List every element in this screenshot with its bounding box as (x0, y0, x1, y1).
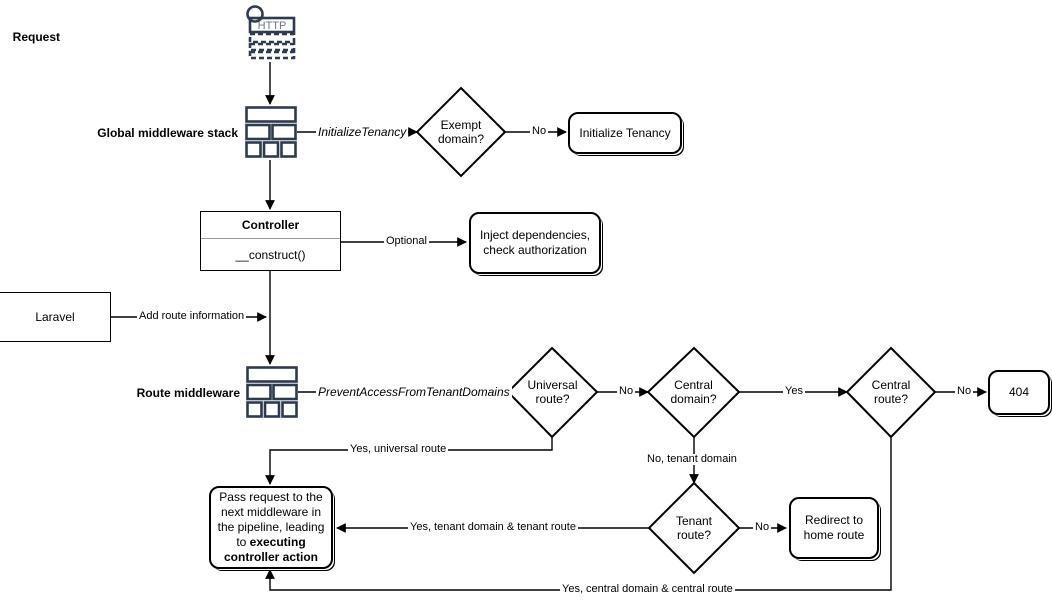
decision-central-domain (646, 346, 741, 439)
node-laravel[interactable]: Laravel (0, 292, 111, 342)
pass-request-line3: the pipeline, leading (217, 520, 325, 534)
decision-universal-route (506, 346, 599, 439)
global-middleware-stack-label: Global middleware stack (96, 126, 238, 140)
inject-dependencies-line2: check authorization (483, 243, 587, 257)
not-found-text: 404 (1008, 385, 1030, 399)
controller-title: Controller (201, 212, 340, 239)
laravel-text: Laravel (35, 310, 75, 324)
http-icon-text: HTTP (258, 20, 287, 32)
node-initialize-tenancy[interactable]: Initialize Tenancy (568, 112, 682, 154)
decision-tenant-route (647, 481, 741, 575)
route-middleware-stack-icon (246, 366, 298, 418)
node-redirect-home[interactable]: Redirect to home route (789, 497, 879, 559)
edge-label-central-route-no: No (955, 385, 974, 397)
route-middleware-label: Route middleware (136, 386, 240, 400)
pass-request-bold1: executing (249, 535, 306, 549)
initialize-tenancy-text: Initialize Tenancy (579, 125, 671, 140)
global-middleware-stack-label-text: Global middleware stack (97, 126, 238, 140)
edge-label-yes-universal-route: Yes, universal route (348, 443, 449, 455)
node-404[interactable]: 404 (988, 370, 1050, 415)
pass-request-bold2: controller action (223, 550, 318, 564)
pass-request-line4: to (236, 535, 250, 549)
edge-label-add-route-information: Add route information (137, 310, 247, 322)
global-middleware-stack-icon (245, 106, 297, 158)
http-request-icon: HTTP (246, 5, 296, 60)
edge-label-tenant-route-no: No (753, 521, 772, 533)
pass-request-line2: next middleware in (220, 505, 322, 519)
decision-central-route (845, 346, 937, 439)
redirect-home-line1: Redirect to (804, 513, 863, 527)
route-middleware-label-text: Route middleware (136, 386, 240, 400)
edge-label-initialize-tenancy: InitializeTenancy (316, 125, 409, 139)
node-controller[interactable]: Controller __construct() (200, 211, 341, 271)
request-label-text: Request (12, 30, 60, 44)
redirect-home-line2: home route (803, 528, 865, 542)
edge-label-exempt-no: No (530, 125, 549, 137)
edge-label-optional: Optional (384, 235, 429, 247)
edge-label-yes-tenant-domain-tenant-route: Yes, tenant domain & tenant route (408, 521, 578, 533)
edge-label-universal-no: No (617, 385, 636, 397)
inject-dependencies-line1: Inject dependencies, (479, 228, 591, 242)
node-pass-request[interactable]: Pass request to the next middleware in t… (209, 486, 333, 569)
pass-request-line1: Pass request to the (219, 490, 323, 504)
decision-exempt-domain (415, 86, 507, 178)
controller-construct: __construct() (235, 247, 306, 262)
edge-label-central-domain-yes: Yes (783, 385, 805, 397)
node-inject-dependencies[interactable]: Inject dependencies, check authorization (469, 212, 601, 274)
edge-label-central-domain-no-tenant: No, tenant domain (645, 453, 739, 465)
edge-label-prevent-access: PreventAccessFromTenantDomains (316, 385, 512, 399)
edge-label-yes-central-domain-central-route: Yes, central domain & central route (560, 583, 735, 595)
